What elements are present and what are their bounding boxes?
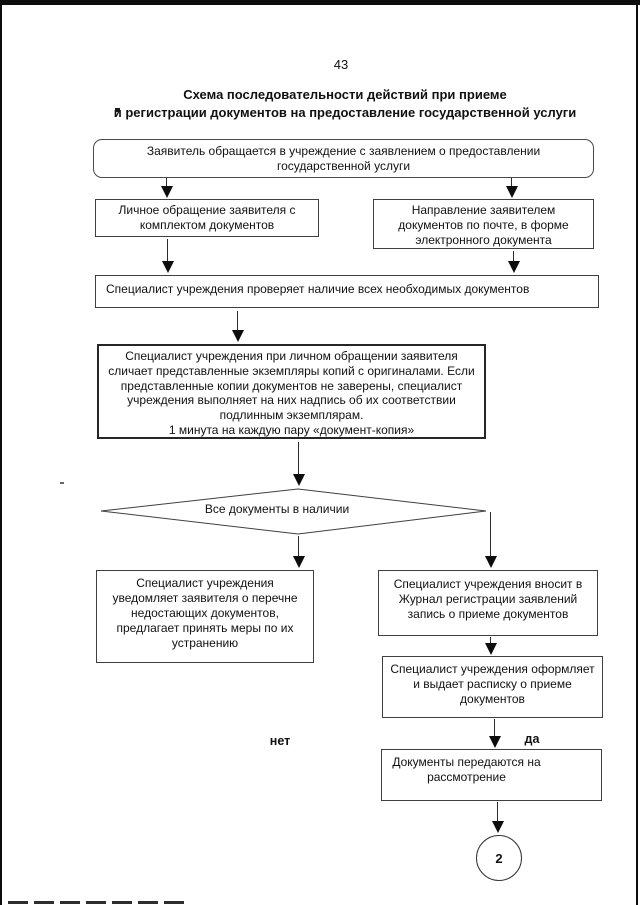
decision-all-documents: Все документы в наличии: [99, 487, 489, 536]
arrowhead-icon: [507, 261, 520, 273]
arrowhead-icon: [484, 643, 497, 655]
arrowhead-icon: [488, 736, 501, 748]
node-personal-visit: Личное обращение заявителя с комплектом …: [95, 199, 319, 237]
arrow-verify-to-decision: [292, 442, 305, 486]
arrow-stem: [490, 637, 491, 643]
arrowhead-icon: [292, 556, 305, 568]
arrowhead-icon: [484, 556, 497, 568]
scan-speck: [60, 482, 64, 484]
arrowhead-icon: [505, 186, 518, 198]
branch-label-yes: да: [524, 732, 540, 746]
node-transfer-review: Документы передаются на рассмотрение: [381, 749, 602, 801]
arrow-transfer-to-connector: [491, 802, 504, 833]
decision-diamond-shape: [100, 488, 487, 535]
arrow-start-to-personal: [160, 178, 173, 198]
arrow-mail-to-check: [507, 251, 520, 273]
node-notify-missing: Специалист учреждения уведомляет заявите…: [96, 570, 314, 663]
diagram-title: Схема последовательности действий при пр…: [113, 87, 577, 120]
arrow-stem: [511, 178, 512, 186]
node-issue-receipt: Специалист учреждения оформляет и выдает…: [382, 656, 603, 718]
scan-artifact-bottom: [8, 901, 184, 904]
scan-speck: [115, 108, 120, 112]
connector-circle: 2: [476, 835, 522, 881]
arrow-personal-to-check: [161, 239, 174, 273]
arrowhead-icon: [231, 330, 244, 342]
arrow-decision-yes: [484, 512, 497, 568]
arrow-stem: [497, 802, 498, 821]
arrow-stem: [237, 311, 238, 330]
arrow-stem: [298, 442, 299, 474]
scan-border-right: [636, 0, 638, 905]
arrowhead-icon: [491, 821, 504, 833]
arrow-decision-no: [292, 536, 305, 568]
node-check-documents: Специалист учреждения проверяет наличие …: [95, 275, 599, 308]
node-verify-copies: Специалист учреждения при личном обращен…: [97, 344, 486, 439]
branch-label-no: нет: [269, 734, 291, 748]
arrow-stem: [167, 239, 168, 261]
arrowhead-icon: [160, 186, 173, 198]
arrowhead-icon: [292, 474, 305, 486]
arrow-stem: [490, 512, 491, 556]
arrow-stem: [513, 251, 514, 261]
arrow-register-to-receipt: [484, 637, 497, 655]
arrow-stem: [298, 536, 299, 556]
scan-border-left: [0, 0, 2, 905]
arrow-stem: [494, 719, 495, 736]
node-register-journal: Специалист учреждения вносит в Журнал ре…: [378, 570, 598, 636]
node-start: Заявитель обращается в учреждение с заяв…: [93, 139, 594, 178]
connector-number: 2: [495, 850, 503, 866]
arrowhead-icon: [161, 261, 174, 273]
page-number: 43: [333, 57, 349, 72]
arrow-receipt-to-transfer: [488, 719, 501, 748]
arrow-start-to-mail: [505, 178, 518, 198]
arrow-stem: [166, 178, 167, 186]
node-mail-submission: Направление заявителем документов по поч…: [373, 199, 594, 249]
scan-border-top: [0, 0, 640, 5]
arrow-check-to-verify: [231, 311, 244, 342]
decision-label: Все документы в наличии: [204, 502, 350, 516]
